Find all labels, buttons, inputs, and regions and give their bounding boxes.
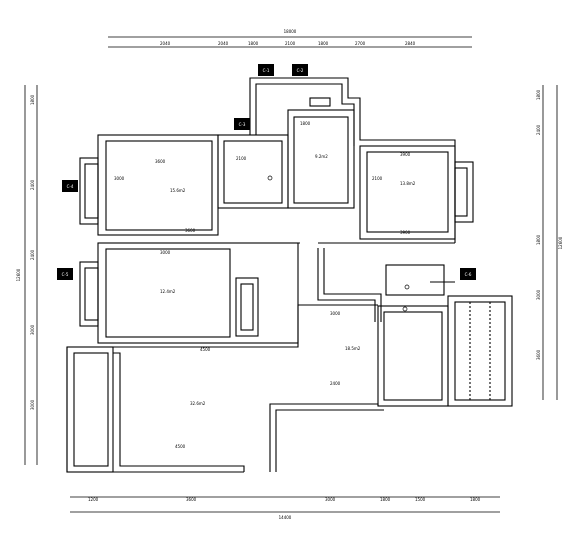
living-bottom: 4500 bbox=[175, 444, 186, 449]
window-tag-4: C-4 bbox=[67, 184, 74, 189]
bedroom-a-width: 3600 bbox=[155, 159, 166, 164]
bedroom-a-height: 3000 bbox=[114, 176, 125, 181]
room-d-inner bbox=[383, 311, 443, 401]
dining-height: 2400 bbox=[330, 381, 341, 386]
top-dim-6: 2700 bbox=[355, 41, 366, 46]
top-dim-4: 2100 bbox=[285, 41, 296, 46]
bedroom-a-wall bbox=[97, 134, 219, 236]
bottom-dim-4: 1800 bbox=[380, 497, 391, 502]
bath-wall bbox=[287, 109, 355, 209]
left-dim-5: 3000 bbox=[30, 399, 35, 410]
bedroom-b-wall bbox=[97, 242, 299, 344]
light-fixture-icon bbox=[402, 306, 408, 312]
bay-window-a-inner bbox=[84, 163, 99, 219]
window-tags: C-1 C-2 C-3 C-4 C-5 C-6 bbox=[57, 64, 476, 280]
bottom-dim-2: 3600 bbox=[186, 497, 197, 502]
bottom-dim-6: 1800 bbox=[470, 497, 481, 502]
bedroom-c-width: 3900 bbox=[400, 152, 411, 157]
room-area-bedroom-c: 13.8m2 bbox=[400, 181, 416, 186]
window-tag-1: C-1 bbox=[263, 68, 270, 73]
kitchen-width: 2100 bbox=[236, 156, 247, 161]
light-fixture-icon bbox=[404, 284, 410, 290]
window-tag-3: C-3 bbox=[239, 122, 246, 127]
bedroom-b-inner bbox=[105, 248, 231, 338]
kitchen-counter bbox=[385, 264, 445, 296]
balcony-inner bbox=[454, 301, 506, 401]
bottom-dim-3: 3000 bbox=[325, 497, 336, 502]
living-bay-inner bbox=[73, 352, 109, 467]
right-dim-5: 3600 bbox=[536, 349, 541, 360]
living-bay bbox=[66, 346, 114, 473]
bottom-dim-1: 1200 bbox=[88, 497, 99, 502]
room-area-bedroom-a: 15.6m2 bbox=[170, 188, 186, 193]
balcony-wall bbox=[447, 295, 513, 407]
living-width: 4500 bbox=[200, 347, 211, 352]
bay-window-c-inner bbox=[454, 167, 468, 217]
top-dim-1: 2040 bbox=[160, 41, 171, 46]
dining-wall-inner bbox=[323, 248, 382, 322]
bedroom-b-width: 3000 bbox=[160, 250, 171, 255]
top-dim-3: 1800 bbox=[248, 41, 259, 46]
outer-walls bbox=[66, 77, 513, 473]
living-right-inner bbox=[275, 409, 384, 472]
bedroom-a-inner bbox=[105, 140, 213, 231]
room-area-bedroom-b: 12.4m2 bbox=[160, 289, 176, 294]
bath-width: 1800 bbox=[300, 121, 311, 126]
living-top bbox=[67, 304, 378, 348]
left-total-dim: 12600 bbox=[16, 268, 21, 281]
top-dim-5: 1800 bbox=[318, 41, 329, 46]
bedroom-c-bottom: 3900 bbox=[400, 230, 411, 235]
bay-window-b bbox=[79, 261, 99, 327]
dining-wall bbox=[317, 248, 376, 322]
room-area-dining: 18.5m2 bbox=[345, 346, 361, 351]
right-dim-1: 1800 bbox=[536, 89, 541, 100]
window-tag-2: C-2 bbox=[297, 68, 304, 73]
bedroom-c-inner bbox=[366, 151, 449, 233]
top-total-dim: 18000 bbox=[284, 29, 297, 34]
closet bbox=[235, 277, 259, 337]
right-dim-4: 3000 bbox=[536, 289, 541, 300]
bottom-total-dim: 14400 bbox=[279, 515, 292, 520]
kitchen-wall bbox=[217, 134, 289, 209]
right-dim-2: 2400 bbox=[536, 124, 541, 135]
light-fixture-icon bbox=[267, 175, 273, 181]
left-dim-4: 3000 bbox=[30, 324, 35, 335]
bay-window-c bbox=[454, 161, 474, 223]
light-fixture-icons bbox=[267, 175, 410, 312]
dining-width: 3000 bbox=[330, 311, 341, 316]
bay-window-b-inner bbox=[84, 267, 99, 321]
bedroom-a-bottom: 3600 bbox=[185, 228, 196, 233]
right-dim-3: 1800 bbox=[536, 234, 541, 245]
bath-niche bbox=[309, 97, 331, 107]
room-area-kitchen: 9.2m2 bbox=[315, 154, 328, 159]
left-dim-3: 2400 bbox=[30, 249, 35, 260]
room-d-wall bbox=[377, 305, 449, 407]
bedroom-c-height: 2100 bbox=[372, 176, 383, 181]
room-area-living: 32.6m2 bbox=[190, 401, 206, 406]
window-tag-6: C-6 bbox=[465, 272, 472, 277]
living-left bbox=[66, 347, 244, 473]
right-total-dim: 12600 bbox=[558, 236, 563, 249]
top-outline bbox=[249, 77, 456, 243]
top-dim-7: 2840 bbox=[405, 41, 416, 46]
living-inner bbox=[113, 352, 245, 472]
top-outline-inner bbox=[255, 83, 355, 146]
left-dim-2: 2400 bbox=[30, 179, 35, 190]
living-right bbox=[269, 403, 379, 472]
kitchen-inner bbox=[223, 140, 283, 204]
window-tag-5: C-5 bbox=[62, 272, 69, 277]
top-dim-2: 2040 bbox=[218, 41, 229, 46]
bay-window-a bbox=[79, 157, 99, 225]
closet-inner bbox=[240, 283, 254, 331]
dimension-lines bbox=[24, 36, 558, 513]
bath-inner bbox=[293, 116, 349, 204]
bottom-dim-5: 1500 bbox=[415, 497, 426, 502]
left-dim-1: 1800 bbox=[30, 94, 35, 105]
bedroom-c-wall bbox=[359, 145, 456, 240]
